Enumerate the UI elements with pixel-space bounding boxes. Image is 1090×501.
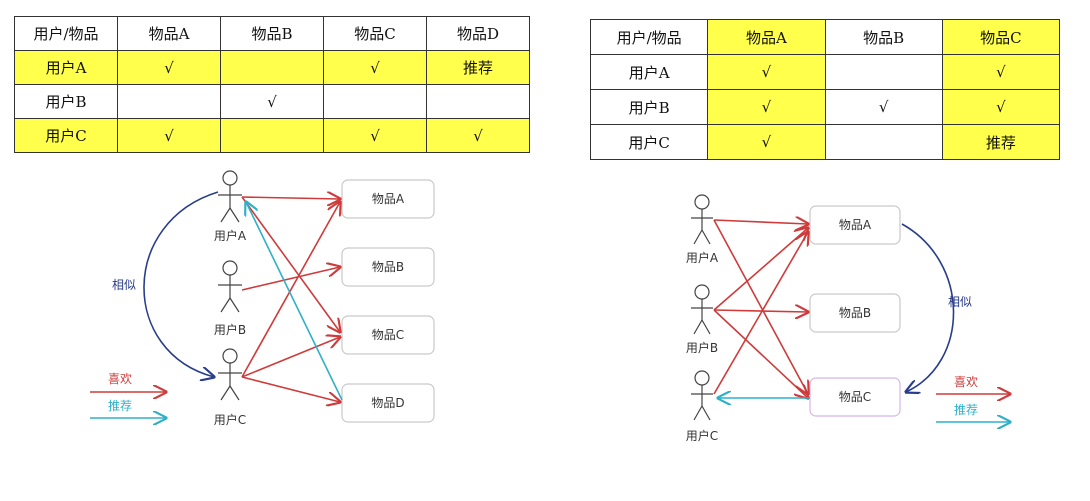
item-a-box [341,179,435,219]
table-cell [426,84,530,119]
like-arrow [241,337,340,378]
header-cell: 物品C [941,19,1061,55]
table-cell: √ [426,118,530,153]
table-cell: √ [707,89,826,125]
legend-like-label: 喜欢 [954,374,978,389]
table-cell: √ [323,118,427,153]
item-b-label: 物品B [839,306,871,320]
table-cell: √ [117,50,221,85]
like-arrows [713,219,808,398]
table-cell: √ [220,84,324,119]
user-c-label: 用户C [214,412,246,427]
similarity-arc [901,223,955,392]
like-arrow [241,197,340,199]
row-label: 用户C [14,118,118,153]
table-row: 用户C √ 推荐 [589,124,1061,160]
header-cell: 用户/物品 [14,16,118,51]
user-a-figure-icon [691,194,713,245]
table-header-row: 用户/物品 物品A 物品B 物品C [589,19,1061,55]
like-arrow [713,232,808,395]
table-cell: √ [117,118,221,153]
user-a-label: 用户A [214,228,247,243]
like-arrow [713,310,808,312]
table-row: 用户B √ √ √ [589,89,1061,125]
row-label: 用户A [589,54,709,90]
table-cell [117,84,221,119]
row-label: 用户B [14,84,118,119]
header-cell: 物品D [426,16,530,51]
user-b-figure-icon [691,284,713,335]
table-cell: √ [941,54,1061,90]
like-arrow [241,196,340,332]
user-b-figure-icon [218,260,242,313]
legend-like-label: 喜欢 [108,371,132,386]
row-label: 用户A [14,50,118,85]
row-label: 用户B [589,89,709,125]
item-c-label: 物品C [372,328,404,342]
user-b-label: 用户B [214,322,246,337]
header-cell: 物品B [824,19,943,55]
item-a-label: 物品A [372,192,405,206]
item-b-box [809,293,901,333]
table-row: 用户A √ √ 推荐 [14,50,530,85]
item-d-label: 物品D [371,396,404,410]
recommend-arrow [246,202,343,401]
table-cell: √ [941,89,1061,125]
header-cell: 物品C [323,16,427,51]
table-cell: 推荐 [426,50,530,85]
row-label: 用户C [589,124,709,160]
item-a-label: 物品A [839,218,872,232]
like-arrow [713,220,808,224]
item-b-label: 物品B [372,260,404,274]
like-arrows [241,196,340,402]
user-based-diagram: 用户A 用户B 用户C 物品A 物品B 物品C 物品D 相似 喜欢 推荐 [90,170,435,427]
header-cell: 用户/物品 [589,19,709,55]
similar-label: 相似 [948,295,972,309]
user-b-label: 用户B [686,340,718,355]
table-cell: √ [707,124,826,160]
table-cell: 推荐 [941,124,1061,160]
item-based-table: 用户/物品 物品A 物品B 物品C 用户A √ √ 用户B √ √ √ 用户C … [589,19,1061,160]
table-cell [824,124,943,160]
item-c-label: 物品C [839,390,871,404]
legend-recommend-label: 推荐 [108,399,132,413]
like-arrow [713,228,808,311]
user-c-figure-icon [218,348,242,401]
user-a-label: 用户A [686,250,719,265]
user-c-label: 用户C [686,428,718,443]
item-based-diagram: 用户A 用户B 用户C 物品A 物品B 物品C 相似 喜欢 推荐 [686,194,1020,443]
user-based-table: 用户/物品 物品A 物品B 物品C 物品D 用户A √ √ 推荐 用户B √ 用… [14,16,530,153]
like-arrow [241,267,340,291]
table-cell: √ [707,54,826,90]
like-arrow [713,309,808,398]
table-cell: √ [824,89,943,125]
like-arrow [241,202,340,378]
table-cell [220,50,324,85]
table-row: 用户A √ √ [589,54,1061,90]
item-a-box [809,205,901,245]
table-row: 用户C √ √ √ [14,118,530,153]
table-cell: √ [323,50,427,85]
table-cell [323,84,427,119]
similarity-arc [143,191,219,377]
table-row: 用户B √ [14,84,530,119]
table-cell [824,54,943,90]
header-cell: 物品B [220,16,324,51]
like-arrow [713,219,808,394]
similar-label: 相似 [112,278,136,292]
user-c-figure-icon [691,370,713,421]
like-arrow [241,376,340,402]
user-a-figure-icon [218,170,242,223]
header-cell: 物品A [117,16,221,51]
table-header-row: 用户/物品 物品A 物品B 物品C 物品D [14,16,530,51]
legend-recommend-label: 推荐 [954,403,978,417]
table-cell [220,118,324,153]
header-cell: 物品A [707,19,826,55]
